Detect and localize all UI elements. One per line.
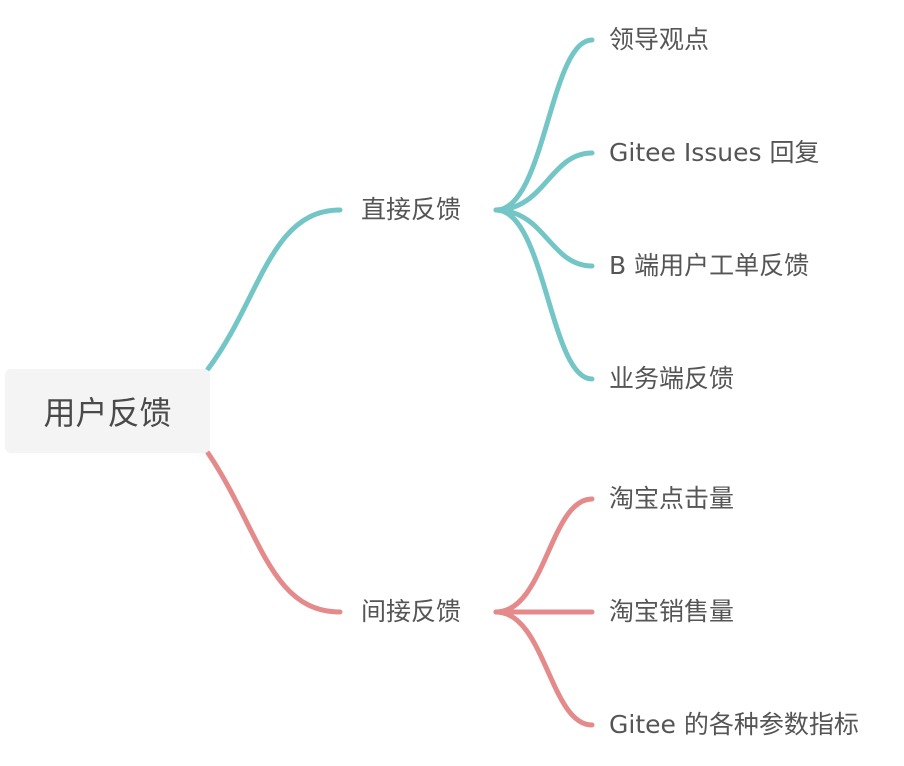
connector-root-direct (205, 207, 343, 372)
branch-indirect-feedback[interactable]: 间接反馈 (361, 595, 461, 629)
leaf-label: Gitee 的各种参数指标 (609, 710, 859, 739)
leaf-label: B 端用户工单反馈 (609, 251, 810, 280)
leaf-topic[interactable]: Gitee 的各种参数指标 (609, 708, 859, 742)
connector-indirect-child-1 (493, 496, 595, 615)
leaf-topic[interactable]: 淘宝点击量 (609, 482, 734, 516)
connector-direct-child-3 (493, 207, 595, 269)
leaf-topic[interactable]: 领导观点 (609, 23, 709, 57)
leaf-label: 淘宝点击量 (609, 484, 735, 513)
root-topic-label: 用户反馈 (43, 394, 172, 432)
leaf-label: 业务端反馈 (609, 364, 735, 393)
leaf-label: Gitee Issues 回复 (609, 138, 820, 167)
leaf-label: 领导观点 (609, 25, 710, 54)
leaf-label: 淘宝销售量 (609, 597, 735, 626)
leaf-topic[interactable]: 淘宝销售量 (609, 595, 734, 629)
branch-label: 间接反馈 (361, 597, 462, 626)
connector-root-indirect (205, 450, 343, 615)
leaf-topic[interactable]: B 端用户工单反馈 (609, 249, 809, 283)
root-topic[interactable]: 用户反馈 (5, 369, 210, 453)
connector-direct-child-2 (493, 150, 595, 213)
branch-label: 直接反馈 (361, 195, 462, 224)
leaf-topic[interactable]: Gitee Issues 回复 (609, 136, 819, 170)
connector-direct-child-4 (493, 207, 595, 382)
leaf-topic[interactable]: 业务端反馈 (609, 362, 734, 396)
connector-direct-child-1 (493, 37, 595, 213)
connector-indirect-child-3 (493, 609, 595, 728)
branch-direct-feedback[interactable]: 直接反馈 (361, 193, 461, 227)
